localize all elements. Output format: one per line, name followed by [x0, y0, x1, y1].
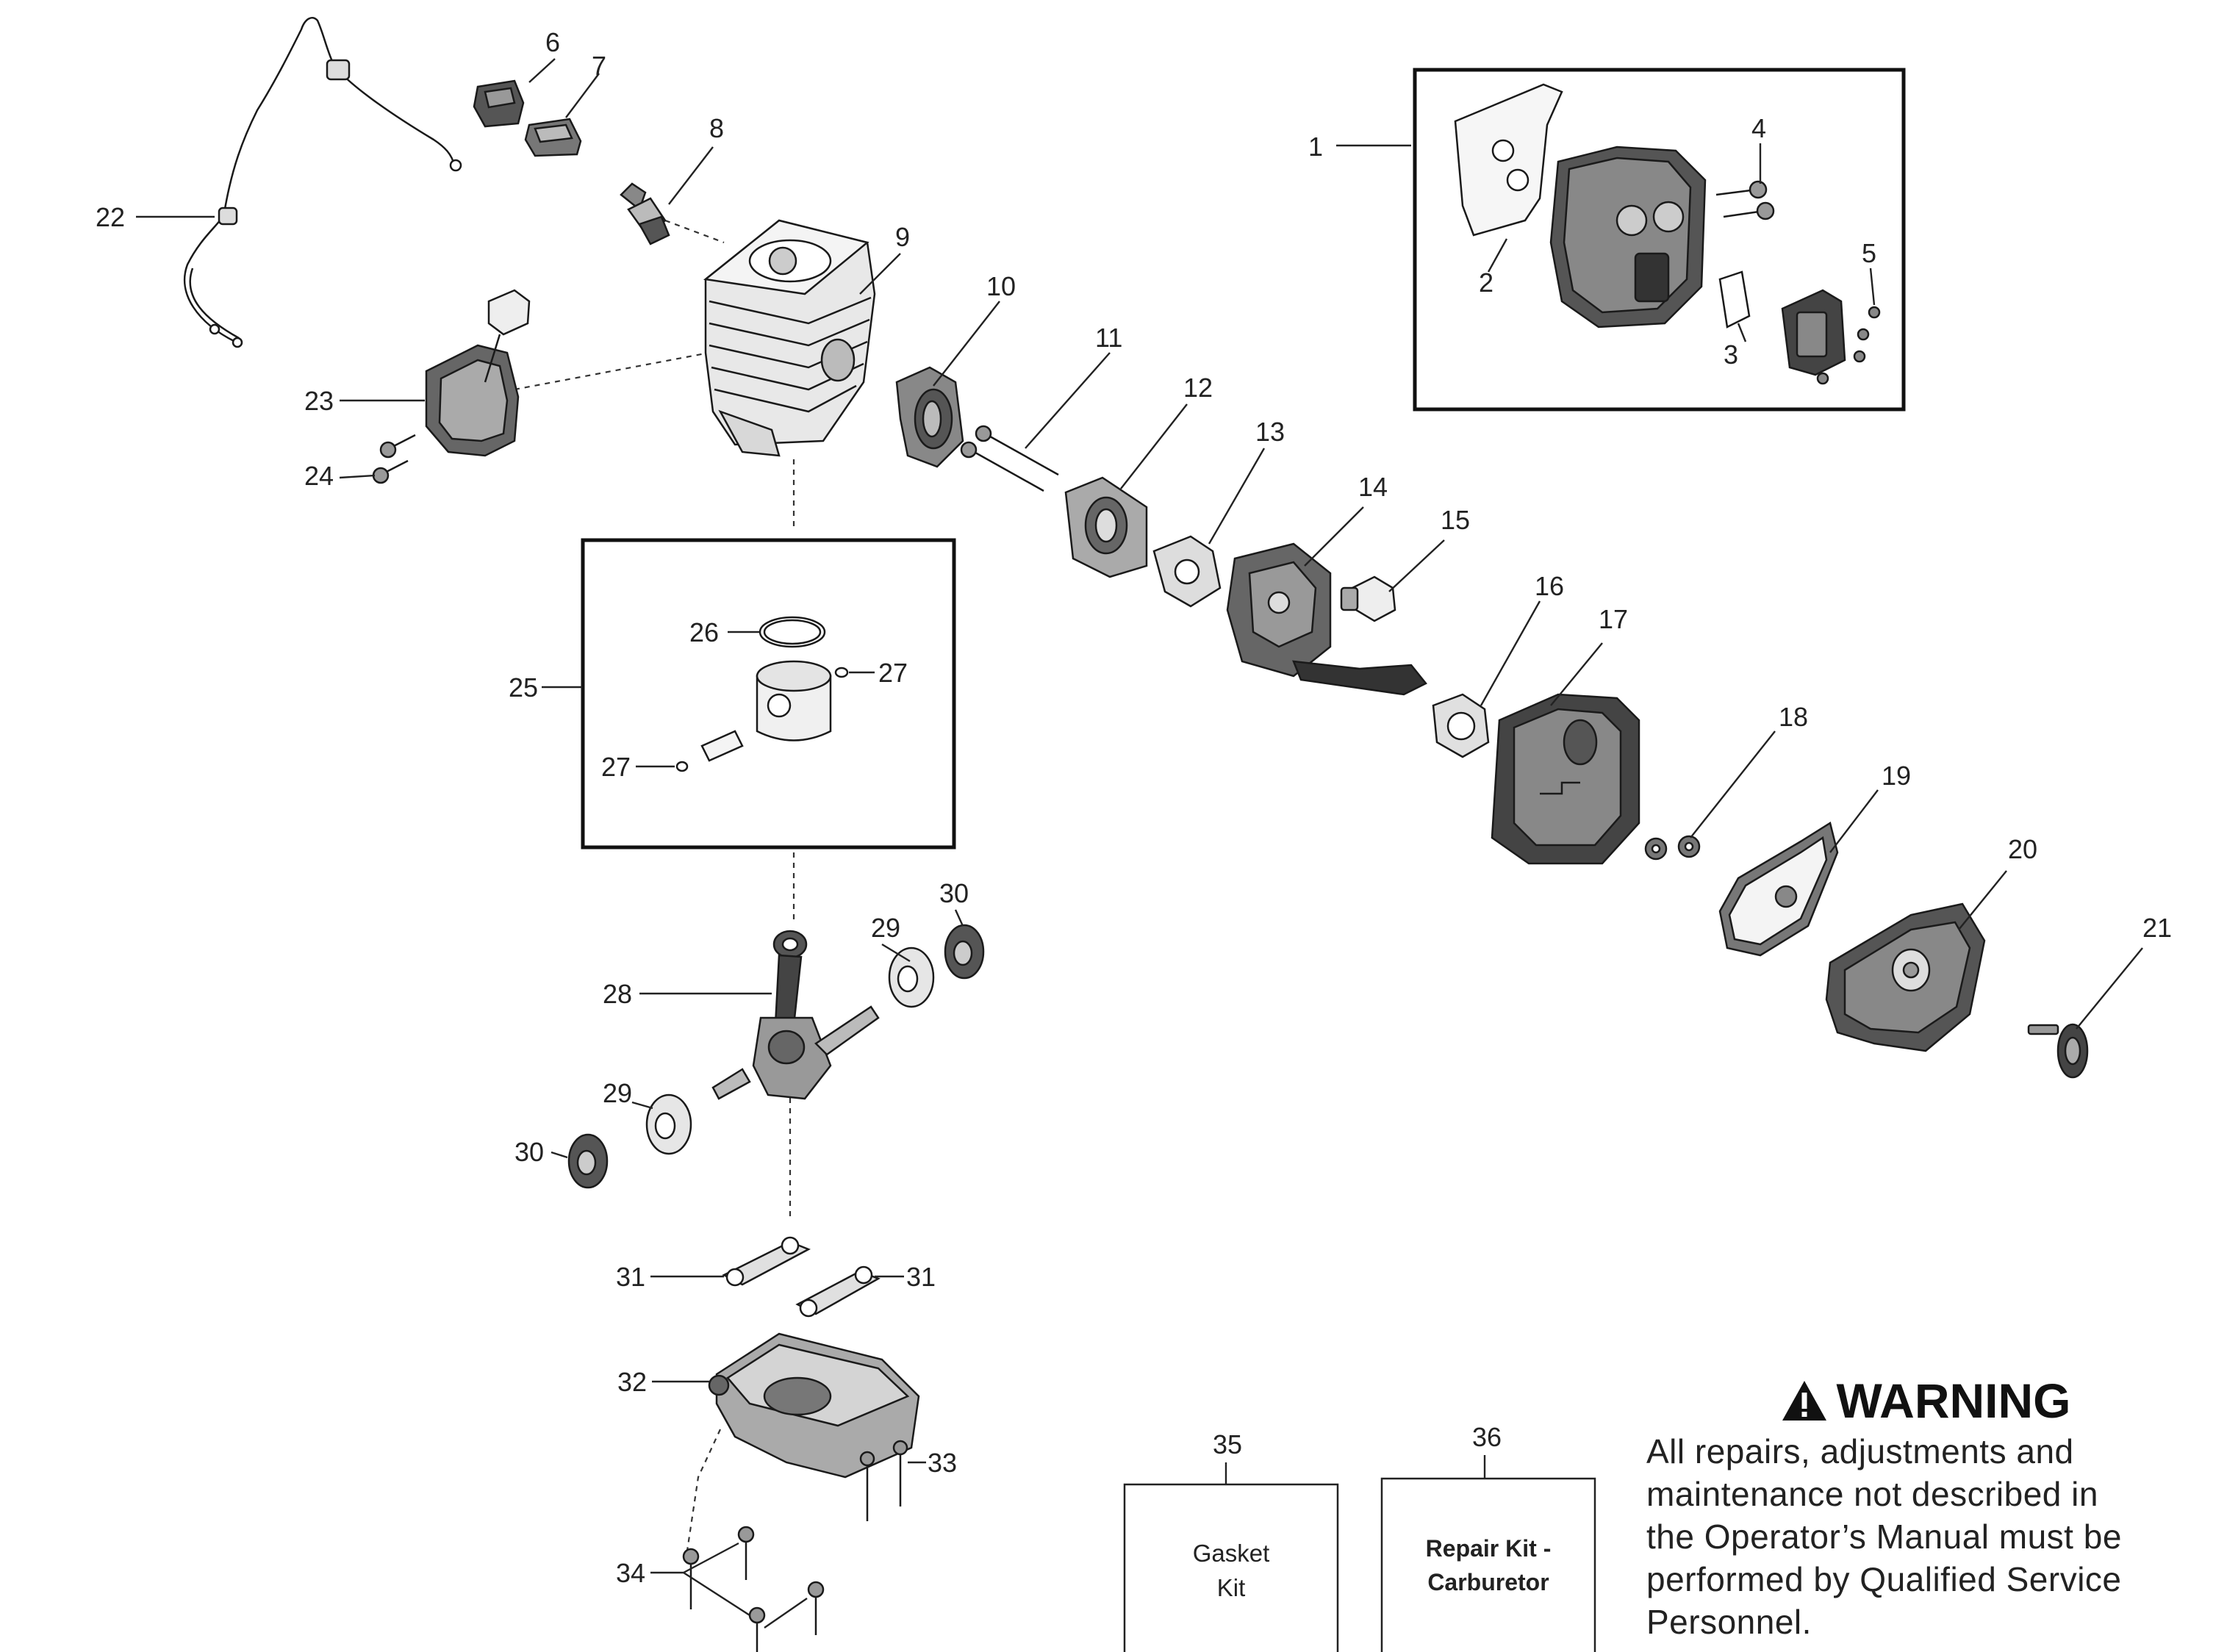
callout-17: 17	[1599, 604, 1628, 634]
muffler-group-frame	[1413, 68, 1906, 412]
warning-title-text: WARNING	[1836, 1373, 2071, 1428]
warning-line-2: maintenance not described in	[1646, 1475, 2098, 1513]
bearing-upper-part	[888, 947, 935, 1008]
carburetor-gasket-part	[1152, 535, 1222, 608]
gasket-kit-line1: Gasket	[1193, 1540, 1270, 1567]
callout-34: 34	[616, 1558, 645, 1588]
callout-28: 28	[603, 979, 632, 1009]
alignment-lines	[514, 219, 795, 1551]
callout-21: 21	[2142, 913, 2172, 943]
primer-bulb-part	[1340, 575, 1396, 622]
bearing-lower-part	[645, 1093, 692, 1155]
callout-12: 12	[1183, 373, 1213, 403]
ignition-screws-part	[372, 434, 416, 484]
callout-32: 32	[617, 1367, 647, 1397]
cylinder-part	[703, 219, 876, 457]
carburetor-part	[1226, 542, 1427, 696]
muffler-bolts-part	[1715, 180, 1775, 220]
callout-labels: 1 2 3 4 5 6 7 8 9 10 11 12 13 14 15 16 1…	[96, 27, 2172, 1588]
muffler-heat-shield-part	[1454, 83, 1563, 237]
leader-lines	[136, 58, 2143, 1628]
callout-24: 24	[304, 461, 334, 491]
callout-2: 2	[1479, 267, 1493, 298]
seal-lower-part	[567, 1133, 609, 1189]
callout-31b: 31	[906, 1262, 936, 1292]
callout-31a: 31	[616, 1262, 645, 1292]
callout-22: 22	[96, 202, 125, 232]
crankshaft-part	[711, 930, 880, 1100]
warning-line-5: Personnel.	[1646, 1603, 1812, 1641]
cover-knob-part	[2027, 1023, 2089, 1079]
callout-6: 6	[545, 27, 560, 57]
callout-25: 25	[509, 672, 538, 703]
callout-27a: 27	[878, 658, 908, 688]
warning-triangle-icon	[1782, 1381, 1826, 1421]
seal-upper-part	[944, 924, 985, 980]
callout-18: 18	[1779, 702, 1808, 732]
callout-27b: 27	[601, 752, 631, 782]
callout-30b: 30	[514, 1137, 544, 1167]
callout-9: 9	[895, 222, 910, 252]
callout-11: 11	[1095, 323, 1122, 353]
spark-plug-part	[620, 182, 670, 245]
air-filter-part	[1718, 822, 1839, 957]
callout-15: 15	[1441, 505, 1470, 535]
air-filter-cover-part	[1825, 902, 1986, 1052]
callout-8: 8	[709, 113, 724, 143]
callout-29a: 29	[871, 913, 900, 943]
carburetor-kit-line1: Repair Kit -	[1426, 1535, 1552, 1562]
callout-20: 20	[2008, 834, 2037, 864]
muffler-screws-part	[1816, 306, 1881, 385]
warning-line-4: performed by Qualified Service	[1646, 1560, 2122, 1598]
muffler-gasket-part	[1718, 270, 1751, 328]
callout-13: 13	[1255, 417, 1285, 447]
callout-3: 3	[1724, 340, 1738, 370]
callout-5: 5	[1862, 238, 1876, 268]
wiring-harness-part	[183, 17, 462, 348]
callout-29b: 29	[603, 1078, 632, 1108]
muffler-body-part	[1549, 146, 1707, 328]
gasket-kit-line2: Kit	[1217, 1574, 1246, 1601]
muffler-outlet-plate-part	[1781, 289, 1846, 376]
piston-assembly-part	[675, 616, 849, 772]
callout-4: 4	[1751, 113, 1766, 143]
piston-group-frame	[581, 538, 956, 850]
callout-30a: 30	[939, 878, 969, 908]
carburetor-repair-kit-box: Repair Kit - Carburetor	[1380, 1477, 1596, 1652]
warning-line-3: the Operator’s Manual must be	[1646, 1518, 2122, 1556]
callout-1: 1	[1308, 132, 1323, 162]
crankcase-screws-part	[682, 1526, 825, 1652]
callout-35: 35	[1213, 1429, 1242, 1459]
callout-36: 36	[1472, 1422, 1502, 1452]
retainer-plates-part	[722, 1236, 881, 1318]
intake-boot-part	[895, 366, 964, 468]
callout-19: 19	[1882, 761, 1911, 791]
callout-23: 23	[304, 386, 334, 416]
warning-title: WARNING	[1646, 1373, 2205, 1429]
carburetor-adapter-part	[1064, 476, 1148, 578]
warning-line-1: All repairs, adjustments and	[1646, 1432, 2074, 1470]
nuts-part	[1644, 835, 1701, 861]
stop-switch-part	[473, 79, 525, 128]
callout-7: 7	[592, 51, 606, 81]
callout-14: 14	[1358, 472, 1388, 502]
warning-body: All repairs, adjustments and maintenance…	[1646, 1430, 2205, 1643]
callout-26: 26	[689, 617, 719, 647]
callout-10: 10	[986, 271, 1016, 301]
crankcase-part	[708, 1332, 920, 1521]
air-filter-gasket-part	[1432, 693, 1490, 758]
switch-cover-part	[524, 118, 582, 157]
callout-16: 16	[1535, 571, 1564, 601]
ignition-module-part	[425, 289, 531, 457]
air-filter-housing-part	[1491, 693, 1640, 865]
carburetor-kit-line2: Carburetor	[1427, 1569, 1549, 1595]
warning-notice: WARNING All repairs, adjustments and mai…	[1646, 1373, 2205, 1643]
gasket-kit-box: Gasket Kit	[1123, 1483, 1339, 1652]
long-bolts-part	[960, 425, 1059, 492]
callout-33: 33	[928, 1448, 957, 1478]
